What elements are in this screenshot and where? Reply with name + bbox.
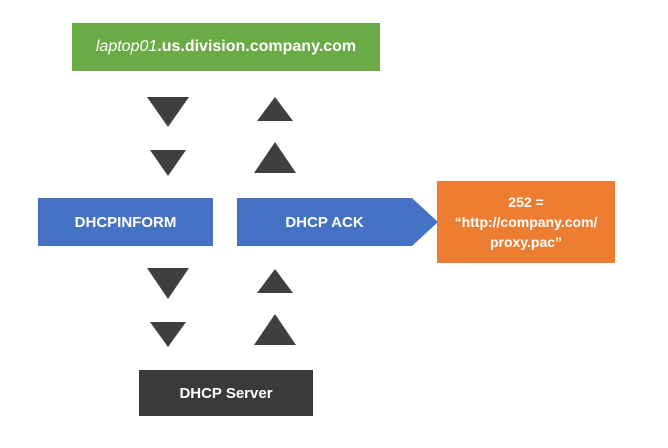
host-node: laptop01.us.division.company.com <box>72 23 380 71</box>
proxy-line-3: proxy.pac” <box>489 234 563 250</box>
proxy-line-1: 252 = <box>508 194 544 210</box>
host-prefix: laptop01 <box>95 38 158 55</box>
up-arrow-1 <box>257 97 293 121</box>
up-arrow-3 <box>257 269 293 293</box>
ack-pointer-arrowhead <box>412 198 438 246</box>
down-arrow-1 <box>147 97 189 127</box>
dhcp-server-node: DHCP Server <box>139 370 313 416</box>
up-arrow-4 <box>254 314 296 345</box>
down-arrow-2 <box>150 150 186 176</box>
down-arrow-4 <box>150 322 186 347</box>
up-arrow-2 <box>254 142 296 173</box>
host-suffix: .us.division.company.com <box>157 38 357 55</box>
proxy-option-node: 252 = “http://company.com/ proxy.pac” <box>437 181 615 263</box>
proxy-line-2: “http://company.com/ <box>454 214 598 230</box>
down-arrow-3 <box>147 268 189 299</box>
dhcpinform-node: DHCPINFORM <box>38 198 213 246</box>
dhcp-ack-node: DHCP ACK <box>237 198 412 246</box>
